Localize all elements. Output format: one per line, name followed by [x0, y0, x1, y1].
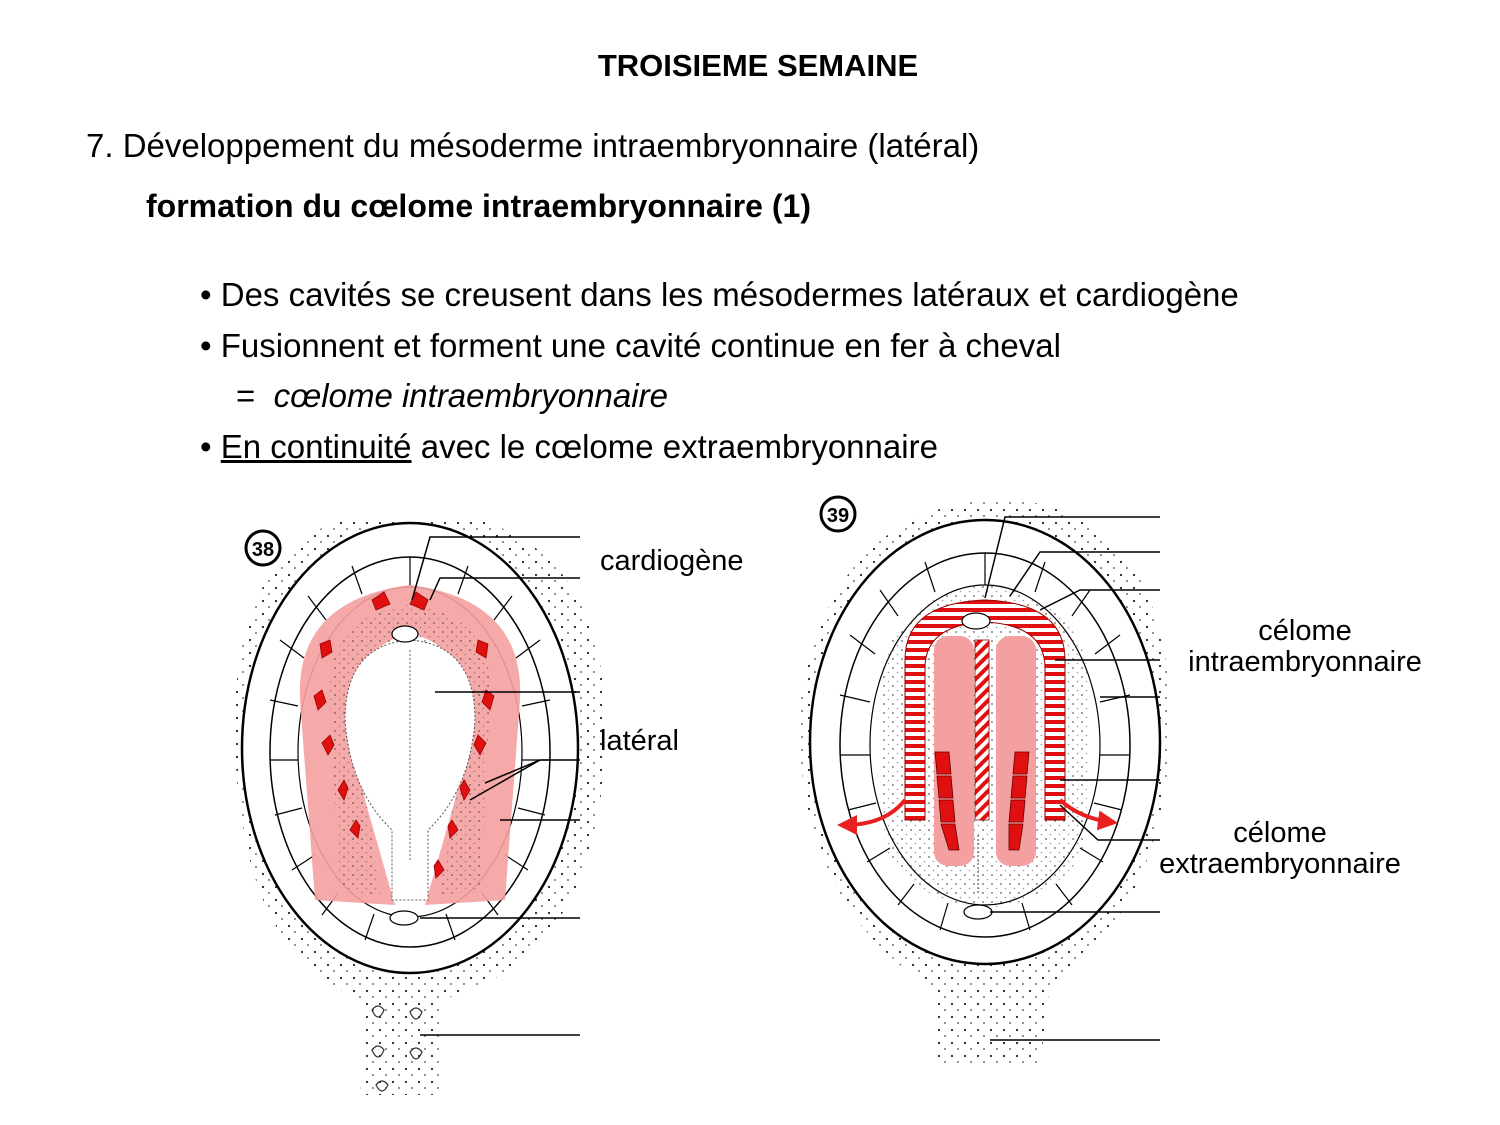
right-plate-highlight — [996, 636, 1036, 866]
label-lateral: latéral — [600, 725, 679, 757]
coelom-cavity-stack-right — [1008, 751, 1030, 851]
bullet-item: • Fusionnent et forment une cavité conti… — [200, 326, 1061, 364]
bullet-definition: = cœlome intraembryonnaire — [200, 371, 1239, 422]
buccopharyngeal-membrane — [391, 625, 419, 643]
slide-title: TROISIEME SEMAINE — [597, 48, 919, 83]
label-line: intraembryonnaire — [1188, 646, 1422, 678]
embryo-diagrams: 38 — [234, 495, 1171, 1095]
left-arrow-to-extraembryonic — [837, 798, 907, 835]
underlined-text: En continuité — [220, 427, 412, 465]
figure-number-badge — [244, 529, 282, 567]
intraembryonic-cavities — [313, 591, 495, 879]
leader-lines-38 — [411, 536, 580, 1036]
bullet-item: • Des cavités se creusent dans les mésod… — [200, 276, 1239, 313]
bullet-item: • En continuité avec le cœlome extraembr… — [200, 427, 938, 465]
label-line: extraembryonnaire — [1159, 848, 1401, 880]
leader-lines-39 — [984, 516, 1160, 1041]
notochord-striped — [974, 639, 990, 821]
allantois-vesicles — [371, 1005, 423, 1092]
label-coelome-extra: célome extraembryonnaire — [1130, 818, 1430, 880]
ring-segments — [269, 557, 551, 941]
bullet-text: Fusionnent et forment une cavité continu… — [220, 326, 1061, 364]
bullet-text: avec le cœlome extraembryonnaire — [411, 427, 938, 465]
bullet-text: Des cavités se creusent dans les mésoder… — [220, 276, 1239, 313]
label-coelome-intra: célome intraembryonnaire — [1160, 616, 1450, 678]
figure-number: 38 — [252, 539, 274, 561]
label-line: célome — [1258, 615, 1352, 647]
coelom-cavity-stack-left — [934, 751, 960, 851]
right-arrow-to-extraembryonic — [1058, 798, 1118, 831]
figure-number: 39 — [827, 505, 849, 527]
bullet-list: • Des cavités se creusent dans les mésod… — [200, 270, 1239, 472]
ring-segments — [839, 553, 1131, 931]
figure-38: 38 — [234, 520, 606, 1095]
figure-39: 39 — [799, 495, 1171, 1065]
figure-number-badge — [819, 495, 857, 533]
section-heading: 7. Développement du mésoderme intraembry… — [86, 127, 980, 164]
section-subheading: formation du cœlome intraembryonnaire (1… — [146, 188, 811, 224]
cloacal-membrane — [963, 904, 993, 920]
label-line: célome — [1233, 817, 1327, 849]
buccopharyngeal-membrane — [961, 612, 991, 630]
equals-sign: = — [236, 377, 256, 414]
defined-term: cœlome intraembryonnaire — [273, 377, 668, 414]
cloacal-membrane — [389, 910, 419, 926]
label-cardiogene: cardiogène — [600, 545, 744, 577]
